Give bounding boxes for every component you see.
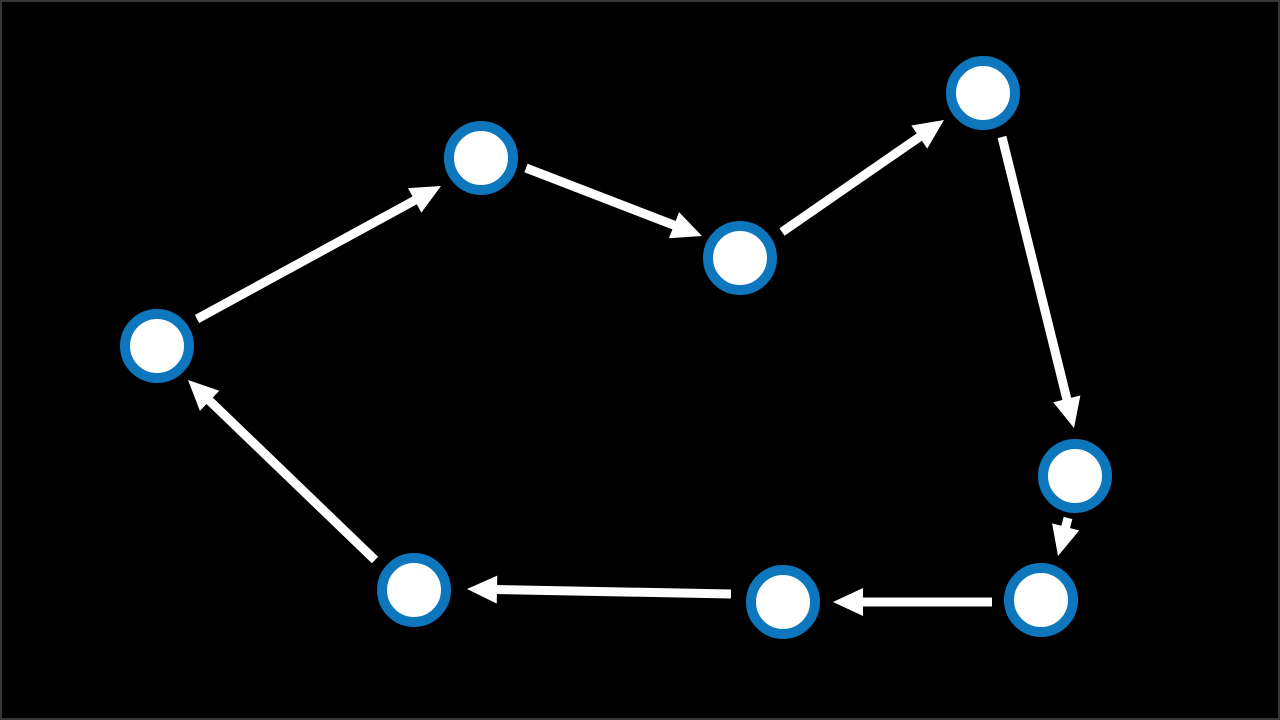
arrowhead-icon (911, 120, 944, 149)
graph-node-top-right (946, 56, 1020, 130)
graph-node-left (120, 309, 194, 383)
graph-node-bottom-middle (746, 565, 820, 639)
graph-node-bottom-right (1004, 563, 1078, 637)
graph-node-upper-middle (703, 221, 777, 295)
arrow-shaft (779, 131, 926, 236)
edge-n1-to-n2 (194, 186, 441, 323)
graph-node-right (1038, 439, 1112, 513)
edge-n5-to-n6 (1052, 516, 1080, 556)
edge-n3-to-n4 (779, 120, 944, 236)
arrowhead-icon (1052, 523, 1080, 556)
arrow-shaft (997, 135, 1073, 404)
graph-node-upper-left (444, 121, 518, 195)
arrowhead-icon (407, 186, 441, 213)
graph-node-bottom-left (377, 553, 451, 627)
arrow-shaft (524, 163, 680, 231)
edge-n6-to-n7 (833, 588, 992, 616)
arrow-shaft (194, 194, 421, 323)
arrowhead-icon (668, 212, 702, 239)
edge-n2-to-n3 (524, 163, 702, 239)
arrowhead-icon (1053, 395, 1081, 428)
arrowhead-icon (188, 380, 220, 411)
arrowhead-icon (467, 575, 498, 604)
edge-n7-to-n8 (467, 575, 732, 604)
arrowhead-icon (833, 588, 863, 616)
arrow-shaft (203, 394, 379, 564)
edge-n4-to-n5 (997, 135, 1081, 428)
edge-n8-to-n1 (188, 380, 379, 564)
arrow-shaft (492, 584, 732, 599)
